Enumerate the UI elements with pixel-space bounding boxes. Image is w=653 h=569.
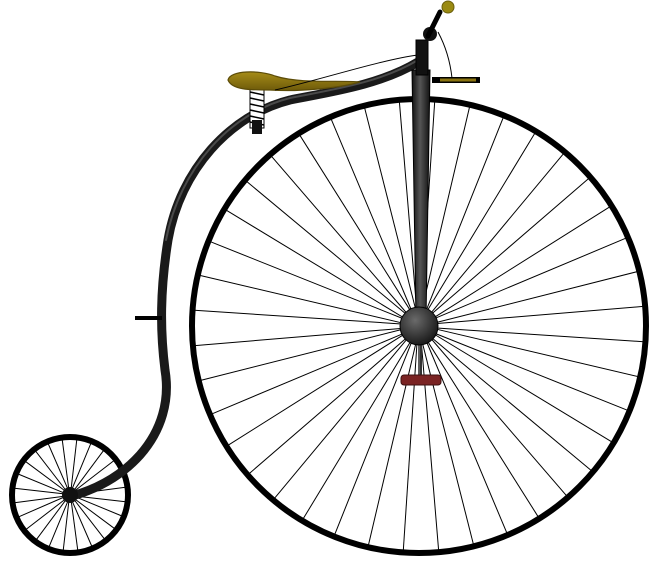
small-wheel-spoke xyxy=(74,460,115,492)
large-wheel-spoke xyxy=(428,153,564,317)
small-wheel-spoke xyxy=(73,499,105,540)
large-wheel-spoke xyxy=(432,271,638,324)
large-wheel-spokes xyxy=(194,101,644,551)
large-wheel-spoke xyxy=(424,338,508,534)
large-wheel-spoke xyxy=(425,132,536,314)
large-wheel-spoke xyxy=(428,335,592,471)
frame-backbone-highlight xyxy=(165,59,419,241)
large-wheel-spoke xyxy=(398,101,418,313)
brake-lever-wire xyxy=(437,31,453,79)
small-wheel-spoke xyxy=(47,443,69,490)
handle-stem xyxy=(425,9,443,39)
large-wheel-spoke xyxy=(428,178,590,317)
large-wheel-spoke xyxy=(424,117,504,314)
large-wheel-spoke xyxy=(199,274,406,325)
small-wheel-spoke xyxy=(71,442,92,490)
small-wheel-spoke xyxy=(70,439,78,490)
saddle-spring xyxy=(249,87,265,134)
large-wheel-spoke xyxy=(432,327,639,378)
large-wheel-spoke xyxy=(431,332,613,443)
small-wheel-spoke xyxy=(14,487,65,495)
brake-cable xyxy=(274,54,419,91)
large-wheel-spoke xyxy=(334,338,414,535)
large-wheel-spoke xyxy=(431,331,628,411)
large-wheel-spoke xyxy=(210,241,407,321)
small-wheel-spoke xyxy=(18,496,65,518)
large-wheel-spoke xyxy=(367,339,418,546)
large-wheel-spoke xyxy=(428,335,567,497)
large-wheel-spoke xyxy=(302,338,413,520)
frame-backbone xyxy=(67,57,423,501)
large-wheel-spoke xyxy=(225,209,407,320)
large-wheel-spoke xyxy=(425,338,539,518)
saddle xyxy=(227,71,361,92)
small-wheel-spoke xyxy=(62,500,70,551)
small-wheel-spoke xyxy=(48,500,69,548)
small-wheel-spoke xyxy=(61,439,70,490)
small-wheel-spoke xyxy=(35,450,67,491)
large-wheel-spoke xyxy=(431,206,611,320)
small-wheel-spoke xyxy=(25,498,66,530)
pedal xyxy=(400,374,442,386)
large-wheel-spoke xyxy=(248,335,410,474)
large-wheel-spoke xyxy=(227,332,407,446)
small-wheel-spoke xyxy=(73,450,105,491)
large-wheel-spoke xyxy=(420,106,471,313)
large-wheel-hub xyxy=(399,306,439,346)
large-wheel-spoke xyxy=(432,327,644,343)
small-wheel-spoke xyxy=(74,498,115,530)
small-wheel-spoke xyxy=(14,495,65,504)
large-wheel-spoke xyxy=(432,305,644,325)
large-wheel-spoke xyxy=(402,339,418,551)
large-wheel-spoke xyxy=(274,335,410,499)
large-wheel-spoke xyxy=(364,107,417,313)
small-wheel-spoke xyxy=(35,499,67,540)
small-wheel-spoke xyxy=(25,460,66,492)
large-wheel-spoke xyxy=(299,134,413,314)
handle-knob xyxy=(441,0,455,14)
large-wheel-spoke xyxy=(246,181,410,317)
large-wheel-spoke xyxy=(431,237,627,321)
large-wheel-spoke xyxy=(211,331,407,415)
small-wheel-spoke xyxy=(75,495,126,503)
small-wheel-tire xyxy=(9,434,131,556)
large-wheel-spoke xyxy=(194,327,406,347)
small-wheel-spoke xyxy=(75,496,123,517)
small-wheel-hub xyxy=(62,487,78,503)
head-tube xyxy=(415,39,429,76)
small-wheel-spoke xyxy=(71,500,93,547)
large-wheel-spoke xyxy=(200,328,406,381)
large-wheel-spoke xyxy=(194,309,406,325)
large-wheel-spoke xyxy=(271,155,410,317)
large-wheel-spoke xyxy=(421,339,474,545)
large-wheel-spoke xyxy=(330,118,414,314)
small-wheel-spoke xyxy=(70,500,79,551)
small-wheel-spoke xyxy=(17,473,65,494)
